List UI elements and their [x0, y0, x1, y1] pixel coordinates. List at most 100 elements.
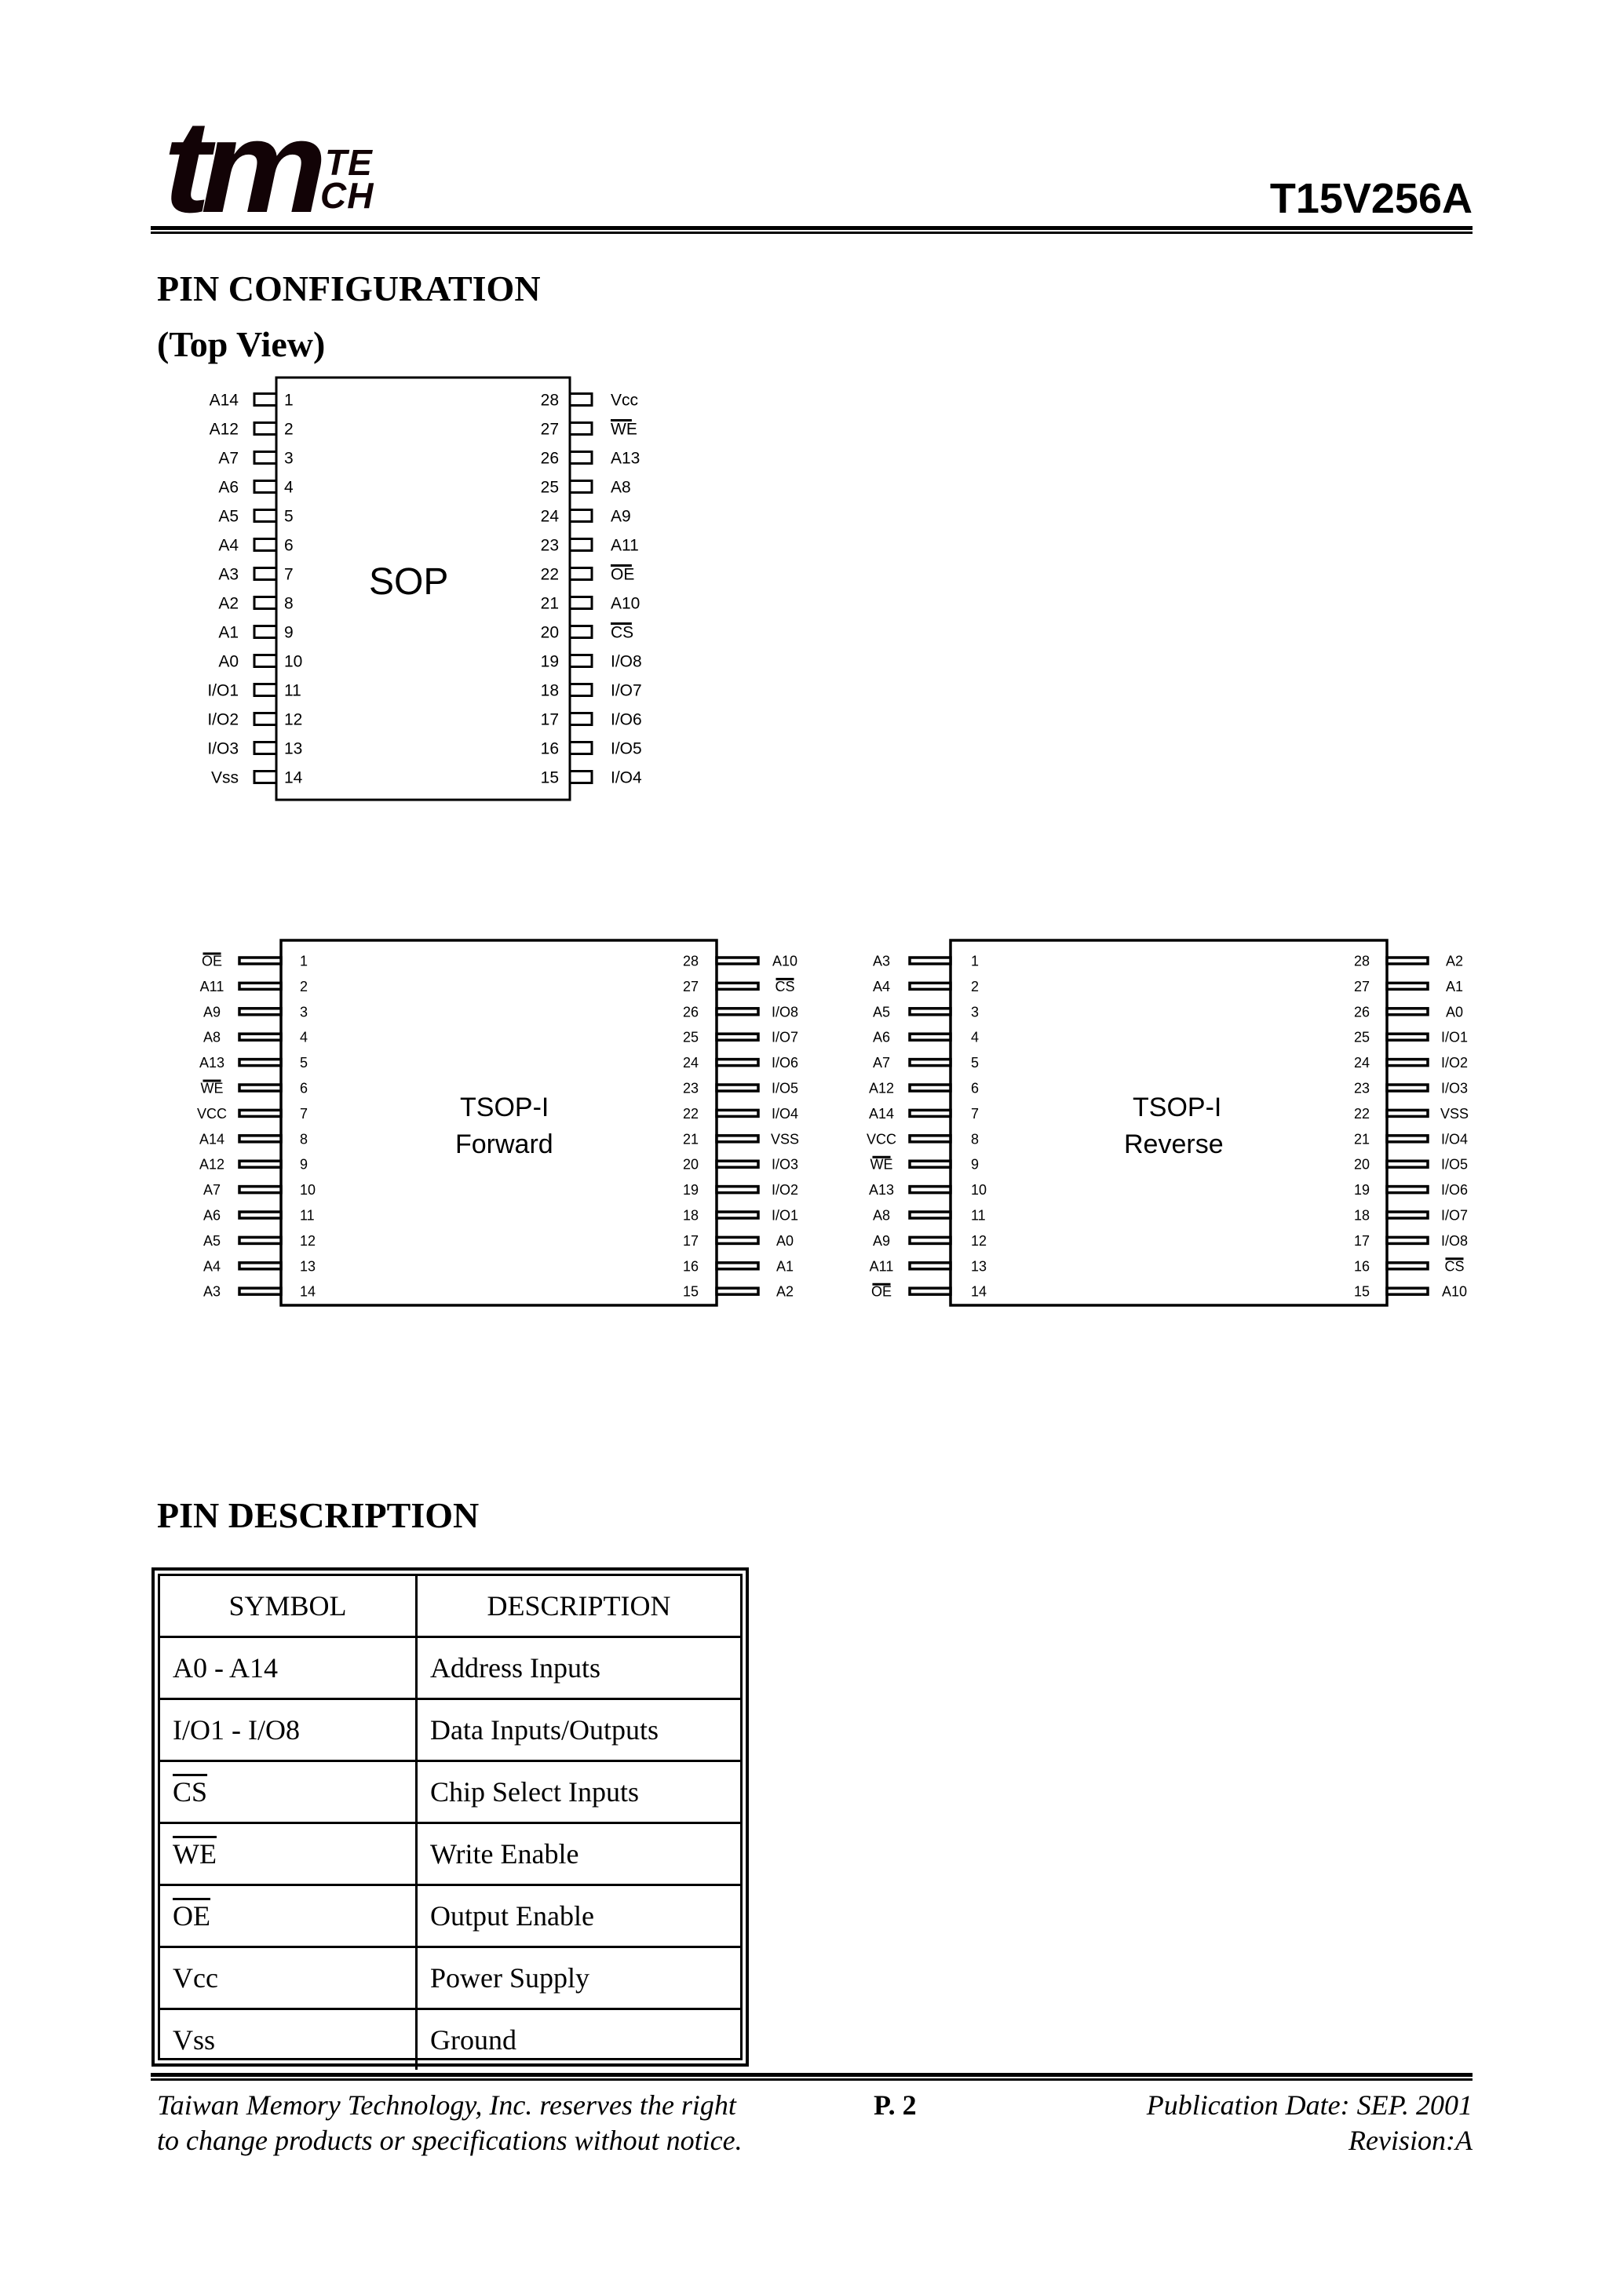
pin-lead [238, 956, 283, 965]
pin-name: A13 [199, 1055, 224, 1071]
pin-lead [908, 1159, 952, 1169]
pin-number: 6 [300, 1080, 308, 1096]
pin-number: 5 [971, 1055, 979, 1071]
pin-lead [253, 596, 278, 610]
pin-number: 26 [541, 450, 559, 468]
pin-number: 22 [541, 566, 559, 584]
pin-name: A2 [218, 595, 239, 613]
pin-lead [908, 1057, 952, 1067]
column-header-symbol: SYMBOL [160, 1576, 418, 1638]
pin-number: 3 [300, 1004, 308, 1020]
pin-lead [1385, 1184, 1429, 1195]
pin-number: 23 [1354, 1080, 1370, 1096]
pin-number: 28 [541, 392, 559, 410]
tsop-reverse-label-line2: Reverse [1124, 1129, 1224, 1159]
company-logo-tm: tm [163, 93, 327, 240]
footer-disclaimer-line1: Taiwan Memory Technology, Inc. reserves … [157, 2089, 736, 2121]
pin-number: 25 [683, 1030, 699, 1045]
pin-lead [568, 509, 593, 523]
pin-lead [1385, 1235, 1429, 1246]
pin-lead [908, 1083, 952, 1093]
pin-number: 4 [971, 1030, 979, 1045]
pin-lead [715, 1261, 760, 1271]
pin-lead [568, 480, 593, 494]
pin-name: A9 [873, 1233, 890, 1249]
pin-number: 27 [1354, 979, 1370, 994]
pin-number: 17 [541, 711, 559, 729]
pin-name: A4 [203, 1258, 221, 1274]
pin-lead [568, 625, 593, 639]
pin-number: 1 [284, 392, 294, 410]
pin-number: 7 [284, 566, 294, 584]
pin-name: A7 [203, 1182, 221, 1198]
publication-date: Publication Date: SEP. 2001 [1146, 2089, 1473, 2121]
pin-number: 23 [541, 537, 559, 555]
pin-number: 4 [284, 479, 294, 497]
pin-lead [1385, 1286, 1429, 1296]
pin-symbol: A0 - A14 [160, 1636, 418, 1700]
pin-name: I/O3 [1441, 1080, 1468, 1096]
pin-number: 20 [683, 1157, 699, 1173]
sop-package-diagram: 1A142A123A74A65A56A47A38A29A110A011I/O11… [207, 376, 642, 801]
pin-name: A3 [218, 566, 239, 584]
pin-number: 15 [541, 769, 559, 787]
pin-lead [715, 1057, 760, 1067]
pin-number: 5 [284, 508, 294, 526]
pin-name: A1 [776, 1258, 794, 1274]
pin-name: VCC [197, 1106, 227, 1122]
pin-lead [1385, 1261, 1429, 1271]
pin-number: 11 [971, 1207, 986, 1223]
pin-number: 16 [683, 1258, 699, 1274]
pin-name: A8 [203, 1030, 221, 1045]
pin-name: A9 [611, 508, 631, 526]
pin-name: CS [1444, 1258, 1464, 1274]
pin-lead [238, 1210, 283, 1220]
pin-lead [715, 956, 760, 965]
header-rule-thick [151, 226, 1473, 230]
pin-lead [715, 981, 760, 991]
tsop-reverse-label-line1: TSOP-I [1133, 1093, 1222, 1122]
pin-lead [908, 981, 952, 991]
tsop-package-diagrams: 1OE2A113A94A85A136WE7VCC8A149A1210A711A6… [197, 939, 1469, 1307]
pin-symbol: Vss [160, 2008, 418, 2070]
pin-lead [908, 1032, 952, 1042]
pin-name: VSS [771, 1131, 799, 1147]
pin-number: 26 [683, 1004, 699, 1020]
pin-name: I/O4 [1441, 1131, 1468, 1147]
pin-number: 2 [284, 421, 294, 439]
pin-number: 25 [1354, 1030, 1370, 1045]
pin-number: 8 [284, 595, 294, 613]
pin-number: 4 [300, 1030, 308, 1045]
pin-number: 7 [300, 1106, 308, 1122]
pin-number: 15 [683, 1284, 699, 1300]
pin-lead [908, 1210, 952, 1220]
pin-lead [568, 770, 593, 784]
pin-name: A1 [1446, 979, 1463, 994]
pin-number: 8 [300, 1131, 308, 1147]
pin-lead [1385, 981, 1429, 991]
pin-name: I/O7 [772, 1030, 798, 1045]
pin-name: OE [871, 1284, 892, 1300]
pin-name: OE [611, 566, 634, 584]
pin-lead [908, 1007, 952, 1016]
pin-lead [238, 1184, 283, 1195]
pin-name: I/O8 [611, 653, 642, 671]
pin-name: A10 [772, 953, 797, 969]
pin-name: CS [611, 624, 633, 642]
pin-lead [238, 1083, 283, 1093]
pin-name: A3 [873, 953, 890, 969]
pin-name: I/O2 [1441, 1055, 1468, 1071]
pin-name: A3 [203, 1284, 221, 1300]
pin-name: I/O1 [1441, 1030, 1468, 1045]
pin-name: A0 [776, 1233, 794, 1249]
pin-symbol: OE [160, 1884, 418, 1948]
pin-number: 15 [1354, 1284, 1370, 1300]
pin-name: A2 [1446, 953, 1463, 969]
pin-number: 20 [1354, 1157, 1370, 1173]
pin-lead [253, 509, 278, 523]
pin-lead [253, 683, 278, 697]
pin-name: I/O1 [207, 682, 239, 700]
